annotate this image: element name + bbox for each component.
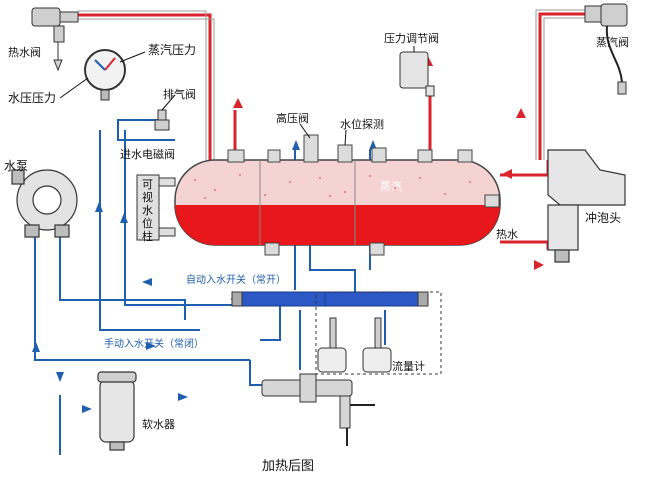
- label-sight-glass-char: 可: [142, 178, 153, 191]
- boiler-tank: [170, 160, 510, 250]
- manual-valve-assembly: [262, 374, 375, 446]
- exhaust-valve: [155, 110, 169, 130]
- label-manual-inlet-switch: 手动入水开关（常闭）: [104, 337, 204, 350]
- label-steam-valve: 蒸汽阀: [596, 35, 629, 49]
- steam-line: [540, 14, 585, 160]
- label-hot-water: 热水: [496, 228, 518, 241]
- label-inlet-solenoid-valve: 进水电磁阀: [120, 147, 175, 161]
- label-sight-glass-char: 柱: [142, 229, 153, 243]
- label-water-pump: 水泵: [4, 159, 28, 173]
- inlet-manifold: [232, 292, 428, 306]
- foam-head: [548, 150, 625, 262]
- label-hot-water-valve: 热水阀: [8, 45, 41, 59]
- flow-meters: [318, 318, 391, 372]
- label-auto-inlet-switch: 自动入水开关（常开）: [186, 273, 286, 286]
- label-sight-glass-text: 可视水位柱: [142, 178, 153, 243]
- label-sight-glass-char: 视: [142, 190, 153, 204]
- label-flow-meter: 流量计: [392, 359, 425, 373]
- water-pump: [12, 170, 77, 237]
- pressure-gauge: [85, 50, 125, 100]
- label-water-pressure: 水压压力: [8, 91, 56, 105]
- label-steam-pressure: 蒸汽压力: [148, 42, 196, 57]
- label-exhaust-valve: 排气阀: [163, 87, 196, 101]
- label-steam: 蒸汽: [380, 179, 402, 193]
- label-water-level-probe: 水位探测: [340, 117, 384, 131]
- hot-water-valve: [32, 8, 78, 70]
- label-pressure-regulating-valve: 压力调节阀: [384, 31, 439, 45]
- label-sight-glass-char: 位: [142, 216, 153, 230]
- hot-water-level: [170, 205, 510, 250]
- label-sight-glass-char: 水: [142, 204, 153, 217]
- label-high-pressure-valve: 高压阀: [276, 111, 309, 125]
- steam-valve: [585, 4, 627, 94]
- water-softener: [98, 372, 136, 450]
- diagram-caption: 加热后图: [262, 459, 314, 474]
- label-foam-head: 冲泡头: [585, 210, 621, 225]
- label-sight-glass: 可视水位柱: [142, 178, 153, 243]
- label-water-softener: 软水器: [142, 417, 175, 431]
